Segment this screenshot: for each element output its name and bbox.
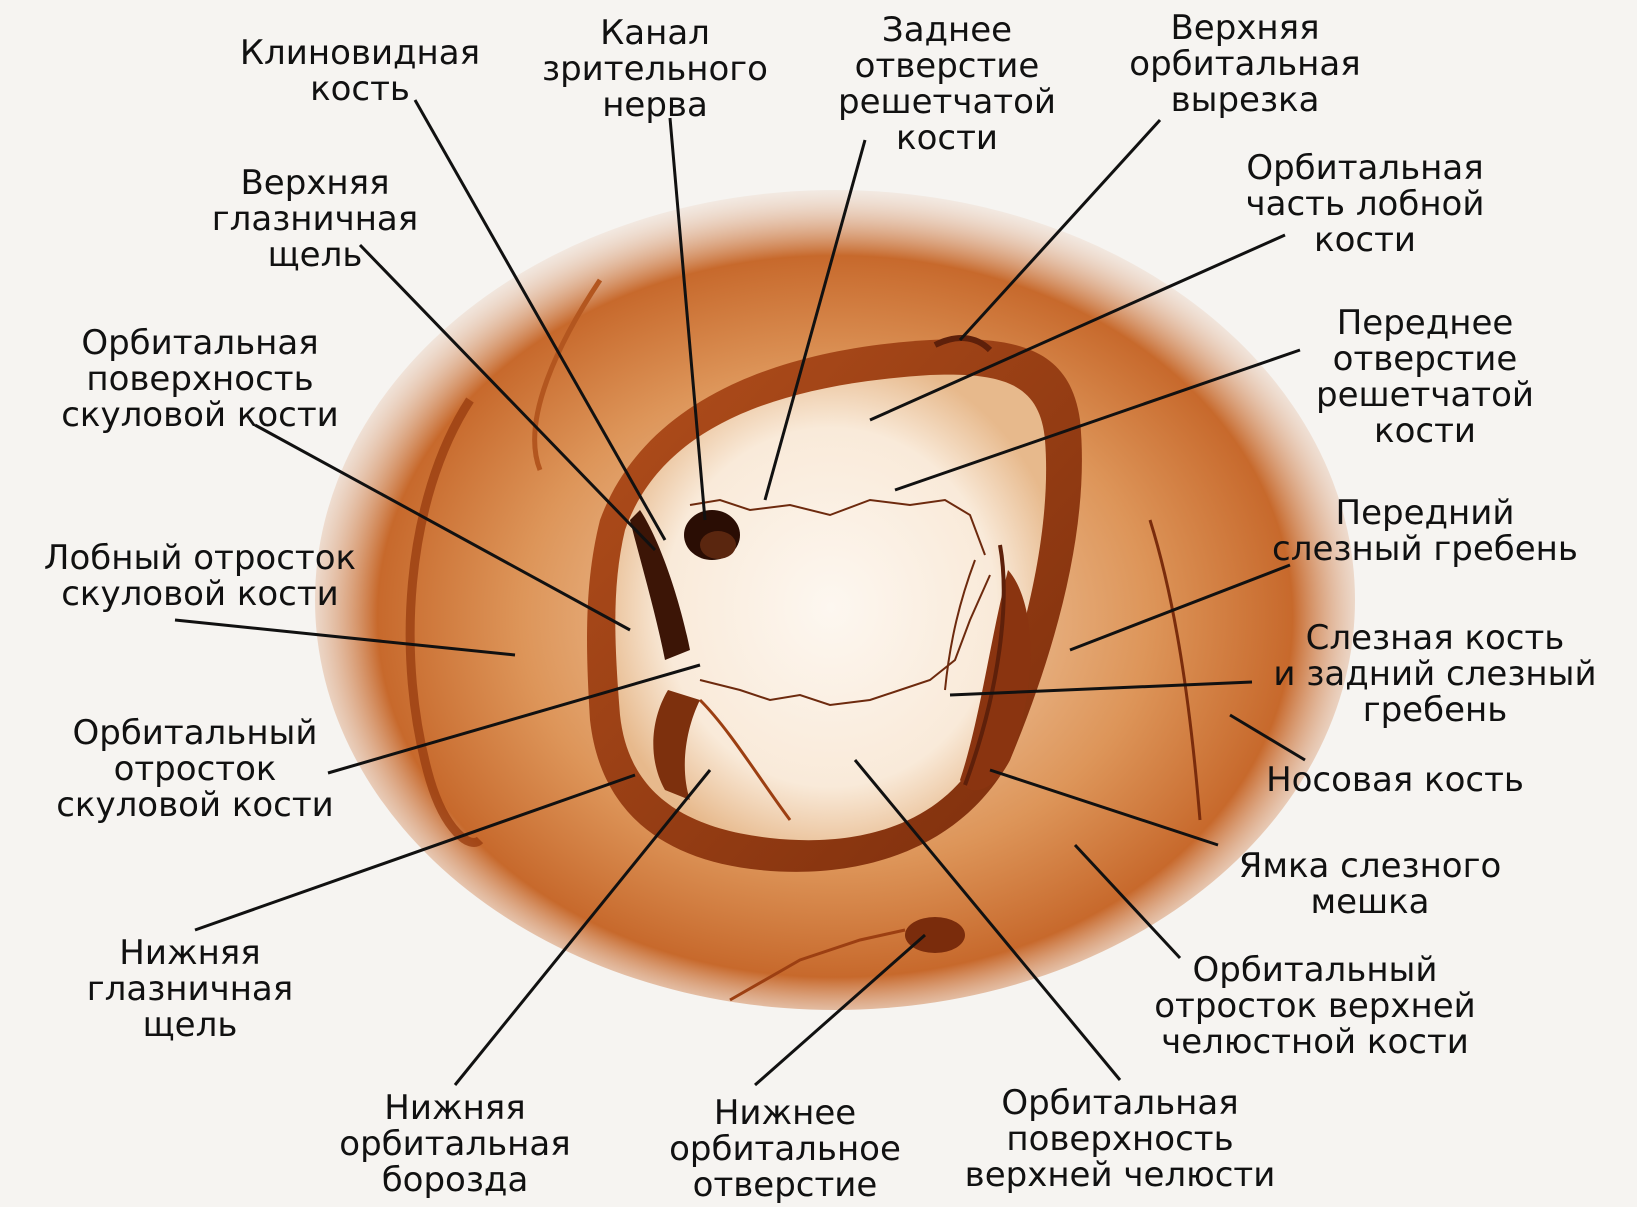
label-zygomatic-orbital-process: Орбитальный отросток скуловой кости: [30, 715, 360, 823]
label-superior-fissure: Верхняя глазничная щель: [180, 165, 450, 273]
label-zygomatic-frontal-process: Лобный отросток скуловой кости: [10, 540, 390, 612]
label-anterior-lacrimal-crest: Передний слезный гребень: [1235, 495, 1615, 567]
label-maxilla-orbital-surface: Орбитальная поверхность верхней челюсти: [945, 1085, 1295, 1193]
label-supraorbital-notch: Верхняя орбитальная вырезка: [1100, 10, 1390, 118]
label-lacrimal-fossa: Ямка слезного мешка: [1220, 848, 1520, 920]
label-optic-canal: Канал зрительного нерва: [520, 15, 790, 123]
label-sphenoid: Клиновидная кость: [215, 35, 505, 107]
label-infraorbital-groove: Нижняя орбитальная борозда: [310, 1090, 600, 1198]
label-anterior-ethmoidal: Переднее отверстие решетчатой кости: [1285, 305, 1565, 449]
label-lacrimal-bone: Слезная кость и задний слезный гребень: [1245, 620, 1625, 728]
label-posterior-ethmoidal: Заднее отверстие решетчатой кости: [812, 12, 1082, 156]
label-zygomatic-orbital-surface: Орбитальная поверхность скуловой кости: [40, 325, 360, 433]
label-maxilla-frontal-process: Орбитальный отросток верхней челюстной к…: [1130, 952, 1500, 1060]
label-nasal-bone: Носовая кость: [1240, 762, 1550, 798]
label-inferior-fissure: Нижняя глазничная щель: [65, 935, 315, 1043]
label-frontal-orbital-part: Орбитальная часть лобной кости: [1215, 150, 1515, 258]
infraorbital-foramen-shape: [905, 917, 965, 953]
label-infraorbital-foramen: Нижнее орбитальное отверстие: [640, 1095, 930, 1203]
